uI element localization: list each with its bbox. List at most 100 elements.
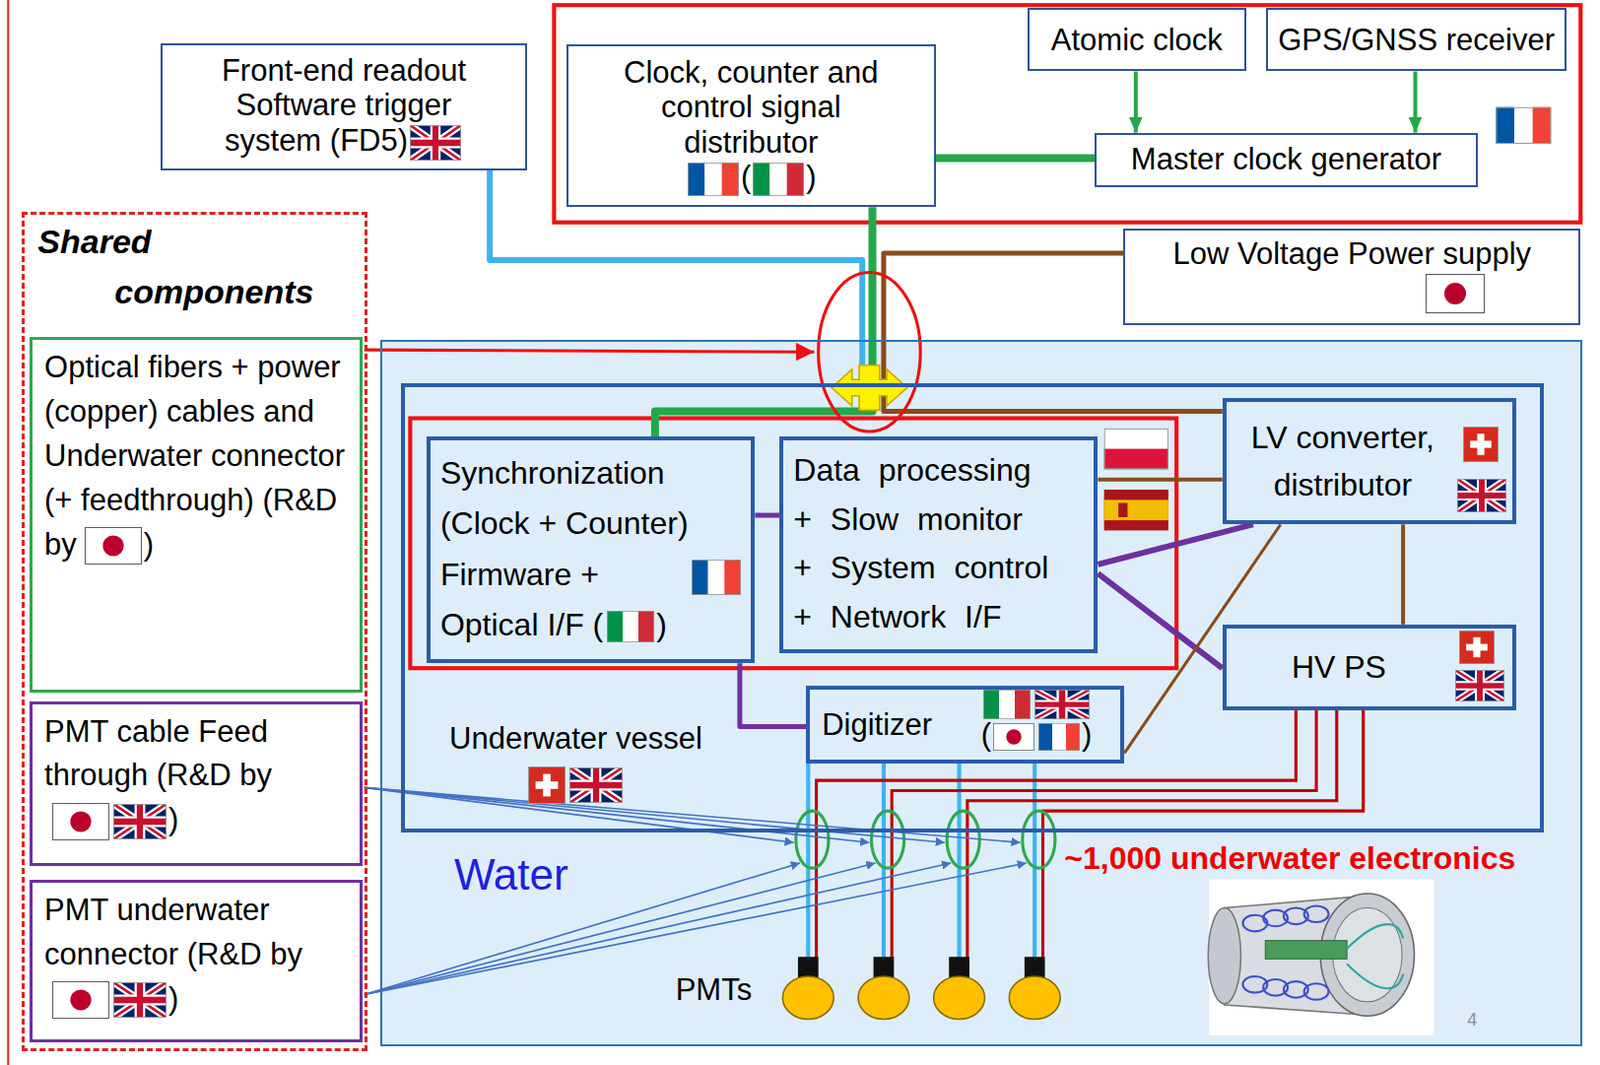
junction-symbol <box>831 365 908 411</box>
text-group <box>689 559 743 597</box>
text-flow: Clock, counter and control signal distri… <box>598 55 905 198</box>
page-number: 4 <box>1466 1009 1477 1031</box>
flag-group: ) <box>50 798 179 843</box>
connector <box>754 513 780 519</box>
connector <box>489 170 863 384</box>
group-panel: Shared componentsOptical fibers + power … <box>21 211 368 1051</box>
text-group <box>1453 666 1507 702</box>
flag-jp <box>52 981 110 1019</box>
flag-uk <box>569 767 623 803</box>
process-box: Clock, counter and control signal distri… <box>566 44 936 208</box>
node-text: Digitizer <box>821 707 933 742</box>
flag-ch <box>1463 426 1499 463</box>
text-flow: GPS/GNSS receiver <box>1271 22 1561 59</box>
text-group: Underwater vessel <box>412 717 738 806</box>
connector <box>739 663 806 727</box>
text-flow: Master clock generator <box>1104 141 1467 178</box>
junction-ring <box>818 271 922 432</box>
power-box: HV PS <box>1222 624 1517 711</box>
node-text: Low Voltage Power supply <box>1173 236 1533 271</box>
flag-fr <box>687 162 739 197</box>
flag-uk <box>1455 669 1505 702</box>
connector <box>1097 524 1254 565</box>
connector <box>1400 524 1405 625</box>
text-flow: HV PS <box>1234 648 1444 686</box>
flag-group: ) <box>604 600 667 651</box>
annotation-label: PMTs <box>675 972 753 1008</box>
connector <box>1413 71 1418 134</box>
text-group <box>1423 273 1487 314</box>
text-flow: PMT underwater connector (R&D by) <box>44 888 348 1022</box>
node-text: ) <box>143 527 154 562</box>
node-text: Atomic clock <box>1051 22 1223 58</box>
digitizer-box: Digitizer () <box>805 685 1125 764</box>
node-text: ) <box>168 801 179 837</box>
text-group <box>1455 477 1509 514</box>
text-flow: Synchronization (Clock + Counter) Firmwa… <box>440 448 699 651</box>
flag-it <box>752 162 804 197</box>
pmt-signal-wires <box>807 763 1035 960</box>
component-box: PMT underwater connector (R&D by) <box>29 879 363 1044</box>
text-group: () <box>975 686 1098 751</box>
text-group: Water <box>454 853 569 897</box>
water-fill <box>380 339 1583 1047</box>
flag-ch <box>528 766 566 804</box>
node-text: HV PS <box>1291 649 1387 685</box>
power-box: LV converter, distributor <box>1222 398 1517 525</box>
text-group: Shared components <box>37 216 327 318</box>
flag-fr <box>1495 107 1551 144</box>
node-text: ( <box>981 717 992 752</box>
process-box: Low Voltage Power supply <box>1123 228 1581 326</box>
shared-arrow <box>364 349 815 352</box>
node-text: ) <box>1081 717 1092 752</box>
connector <box>655 206 873 437</box>
node-text: ) <box>168 981 179 1016</box>
connector <box>1133 71 1138 134</box>
component-box: Optical fibers + power (copper) cables a… <box>29 336 363 693</box>
vessel-box: Underwater vessel Synchronization (Clock … <box>400 383 1544 833</box>
flag-it <box>983 689 1031 720</box>
text-flow: Optical fibers + power (copper) cables a… <box>44 345 348 568</box>
node-text: ( <box>740 159 751 195</box>
flag-uk <box>113 982 167 1018</box>
node-text: Shared components <box>37 222 314 311</box>
electronics-illustration <box>1207 879 1434 1036</box>
flag-ch <box>1459 630 1495 665</box>
node-text: Underwater vessel <box>449 721 703 756</box>
node-text: Clock, counter and control signal distri… <box>623 55 878 160</box>
connector <box>1124 524 1281 753</box>
flag-fr <box>691 559 741 596</box>
firmware-box: Data processing + Slow monitor + System … <box>779 436 1098 654</box>
flag-uk <box>1034 689 1090 720</box>
flag-jp <box>1425 273 1485 314</box>
process-box: Front-end readout Software trigger syste… <box>160 43 529 171</box>
flag-group: ) <box>50 977 179 1022</box>
firmware-box: Synchronization (Clock + Counter) Firmwa… <box>426 436 756 664</box>
text-flow: Low Voltage Power supply <box>1133 236 1571 272</box>
flag-fr <box>1038 723 1080 751</box>
water-region: Water Underwater vessel Synchronization (C… <box>380 339 1583 1047</box>
flag-pl <box>1104 428 1169 469</box>
text-flow: Atomic clock <box>1035 22 1239 59</box>
flag-jp <box>993 723 1035 751</box>
pmts <box>782 956 1061 1019</box>
process-box: Master clock generator <box>1094 133 1477 188</box>
node-text: GPS/GNSS receiver <box>1277 22 1555 58</box>
flag-it <box>606 610 655 643</box>
flag-jp <box>52 802 110 841</box>
text-flow: Data processing + Slow monitor + System … <box>793 446 1054 642</box>
node-text: Master clock generator <box>1131 141 1442 177</box>
text-flow: PMT cable Feed through (R&D by) <box>44 710 348 844</box>
connector <box>1097 573 1222 668</box>
text-group <box>1457 628 1497 665</box>
flag-jp <box>84 527 142 565</box>
node-text: ) <box>656 606 667 643</box>
page-border <box>6 0 9 1065</box>
clock-region-outline <box>553 4 1581 223</box>
node-text: Water <box>454 850 569 899</box>
node-text: LV converter, distributor <box>1251 419 1435 503</box>
component-box: PMT cable Feed through (R&D by) <box>29 701 363 867</box>
node-text: ) <box>805 159 816 195</box>
board-outline <box>409 418 1177 669</box>
connector <box>935 154 1096 163</box>
